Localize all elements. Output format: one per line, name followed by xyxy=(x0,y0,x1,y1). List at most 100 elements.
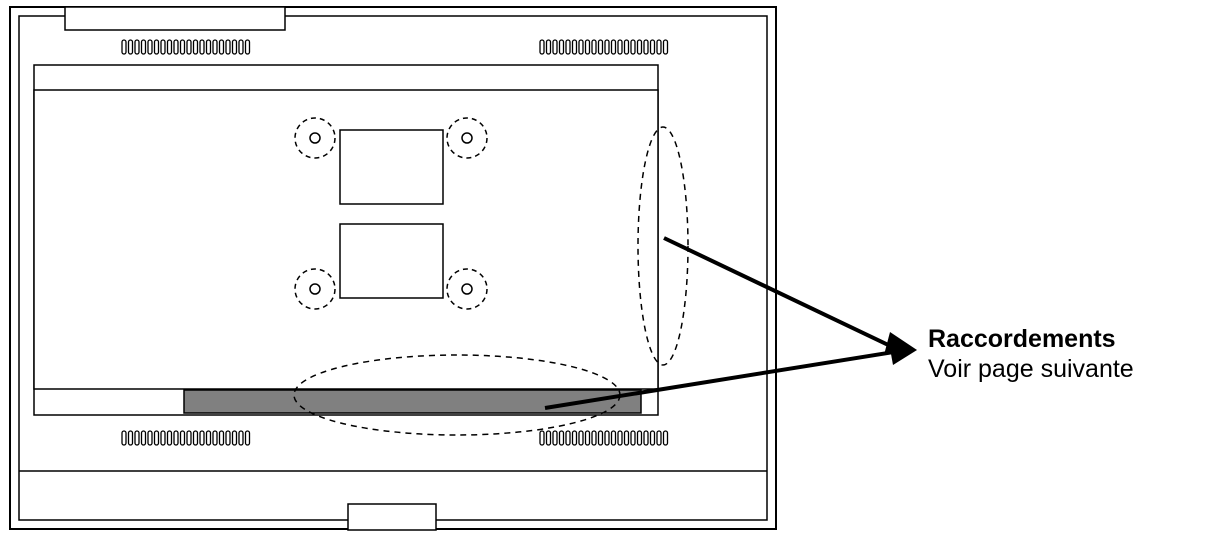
vent-slot xyxy=(630,430,636,446)
vent-slot xyxy=(539,430,545,446)
screw-hole-top-left xyxy=(294,117,336,159)
vent-slot xyxy=(134,430,140,446)
vent-slot xyxy=(558,430,565,446)
vent-slot xyxy=(147,430,153,446)
vent-slot xyxy=(539,39,545,55)
vent-slot xyxy=(662,430,669,446)
screw-hole-bottom-left xyxy=(294,268,336,310)
vent-grille-top-right xyxy=(539,39,669,55)
vent-slot xyxy=(225,430,231,446)
vent-slot xyxy=(617,430,623,446)
vent-slot xyxy=(656,430,662,446)
screw-hole-top-right xyxy=(446,117,488,159)
mounting-plate-bottom xyxy=(339,223,444,299)
vent-slot xyxy=(231,430,238,446)
vent-slot xyxy=(565,430,571,446)
vent-slot xyxy=(160,430,166,446)
vent-slot xyxy=(623,430,630,446)
mounting-plate-top xyxy=(339,129,444,205)
vent-slot xyxy=(166,430,173,446)
vent-slot xyxy=(591,39,597,55)
vent-slot xyxy=(121,39,127,55)
vent-slot xyxy=(610,430,617,446)
vent-slot xyxy=(552,39,558,55)
bottom-tab xyxy=(347,503,437,531)
vent-slot xyxy=(153,39,160,55)
arrow-bottom xyxy=(544,349,901,410)
vent-slot xyxy=(617,39,623,55)
vent-slot xyxy=(545,39,552,55)
vent-slot xyxy=(140,39,147,55)
vent-slot xyxy=(578,430,584,446)
vent-slot xyxy=(238,39,244,55)
vent-slot xyxy=(597,39,604,55)
vent-slot xyxy=(186,39,192,55)
vent-slot xyxy=(545,430,552,446)
vent-slot xyxy=(571,39,578,55)
vent-slot xyxy=(565,39,571,55)
vent-slot xyxy=(134,39,140,55)
vent-slot xyxy=(584,39,591,55)
vent-slot xyxy=(623,39,630,55)
vent-slot xyxy=(199,39,205,55)
vent-slot xyxy=(244,39,251,55)
vent-slot xyxy=(552,430,558,446)
vent-slot xyxy=(604,39,610,55)
vent-slot xyxy=(186,430,192,446)
vent-slot xyxy=(558,39,565,55)
vent-slot xyxy=(636,39,643,55)
vent-slot xyxy=(192,430,199,446)
vent-slot xyxy=(179,39,186,55)
vent-slot xyxy=(649,430,656,446)
arrow-side xyxy=(663,236,906,355)
vent-slot xyxy=(597,430,604,446)
vent-slot xyxy=(584,430,591,446)
vent-slot xyxy=(205,39,212,55)
vent-slot xyxy=(649,39,656,55)
screw-hole-bottom-right xyxy=(446,268,488,310)
vent-slot xyxy=(662,39,669,55)
vent-slot xyxy=(610,39,617,55)
vent-slot xyxy=(127,430,134,446)
vent-slot xyxy=(153,430,160,446)
vent-slot xyxy=(218,39,225,55)
vent-slot xyxy=(571,430,578,446)
vent-slot xyxy=(212,39,218,55)
vent-slot xyxy=(192,39,199,55)
vent-slot xyxy=(630,39,636,55)
vent-slot xyxy=(238,430,244,446)
vent-slot xyxy=(173,39,179,55)
vent-slot xyxy=(127,39,134,55)
arrowhead-bottom xyxy=(889,343,917,365)
vent-slot xyxy=(205,430,212,446)
callout-subtitle: Voir page suivante xyxy=(928,355,1134,383)
vent-slot xyxy=(231,39,238,55)
vent-slot xyxy=(218,430,225,446)
vent-slot xyxy=(160,39,166,55)
vent-slot xyxy=(147,39,153,55)
vent-slot xyxy=(140,430,147,446)
vent-slot xyxy=(656,39,662,55)
vent-slot xyxy=(636,430,643,446)
vent-slot xyxy=(179,430,186,446)
vent-slot xyxy=(578,39,584,55)
vent-slot xyxy=(225,39,231,55)
vent-slot xyxy=(604,430,610,446)
vent-slot xyxy=(166,39,173,55)
vent-grille-top-left xyxy=(121,39,251,55)
vent-slot xyxy=(121,430,127,446)
vent-grille-bottom-right xyxy=(539,430,669,446)
vent-slot xyxy=(173,430,179,446)
callout-title: Raccordements xyxy=(928,325,1116,353)
connections-callout: Raccordements Voir page suivante xyxy=(928,324,1198,384)
vent-grille-bottom-left xyxy=(121,430,251,446)
highlight-side-connectors xyxy=(637,126,689,366)
vent-slot xyxy=(199,430,205,446)
connector-strip xyxy=(183,389,642,414)
top-tab xyxy=(64,6,286,31)
vent-slot xyxy=(643,430,649,446)
vent-slot xyxy=(591,430,597,446)
vent-slot xyxy=(244,430,251,446)
vent-slot xyxy=(212,430,218,446)
